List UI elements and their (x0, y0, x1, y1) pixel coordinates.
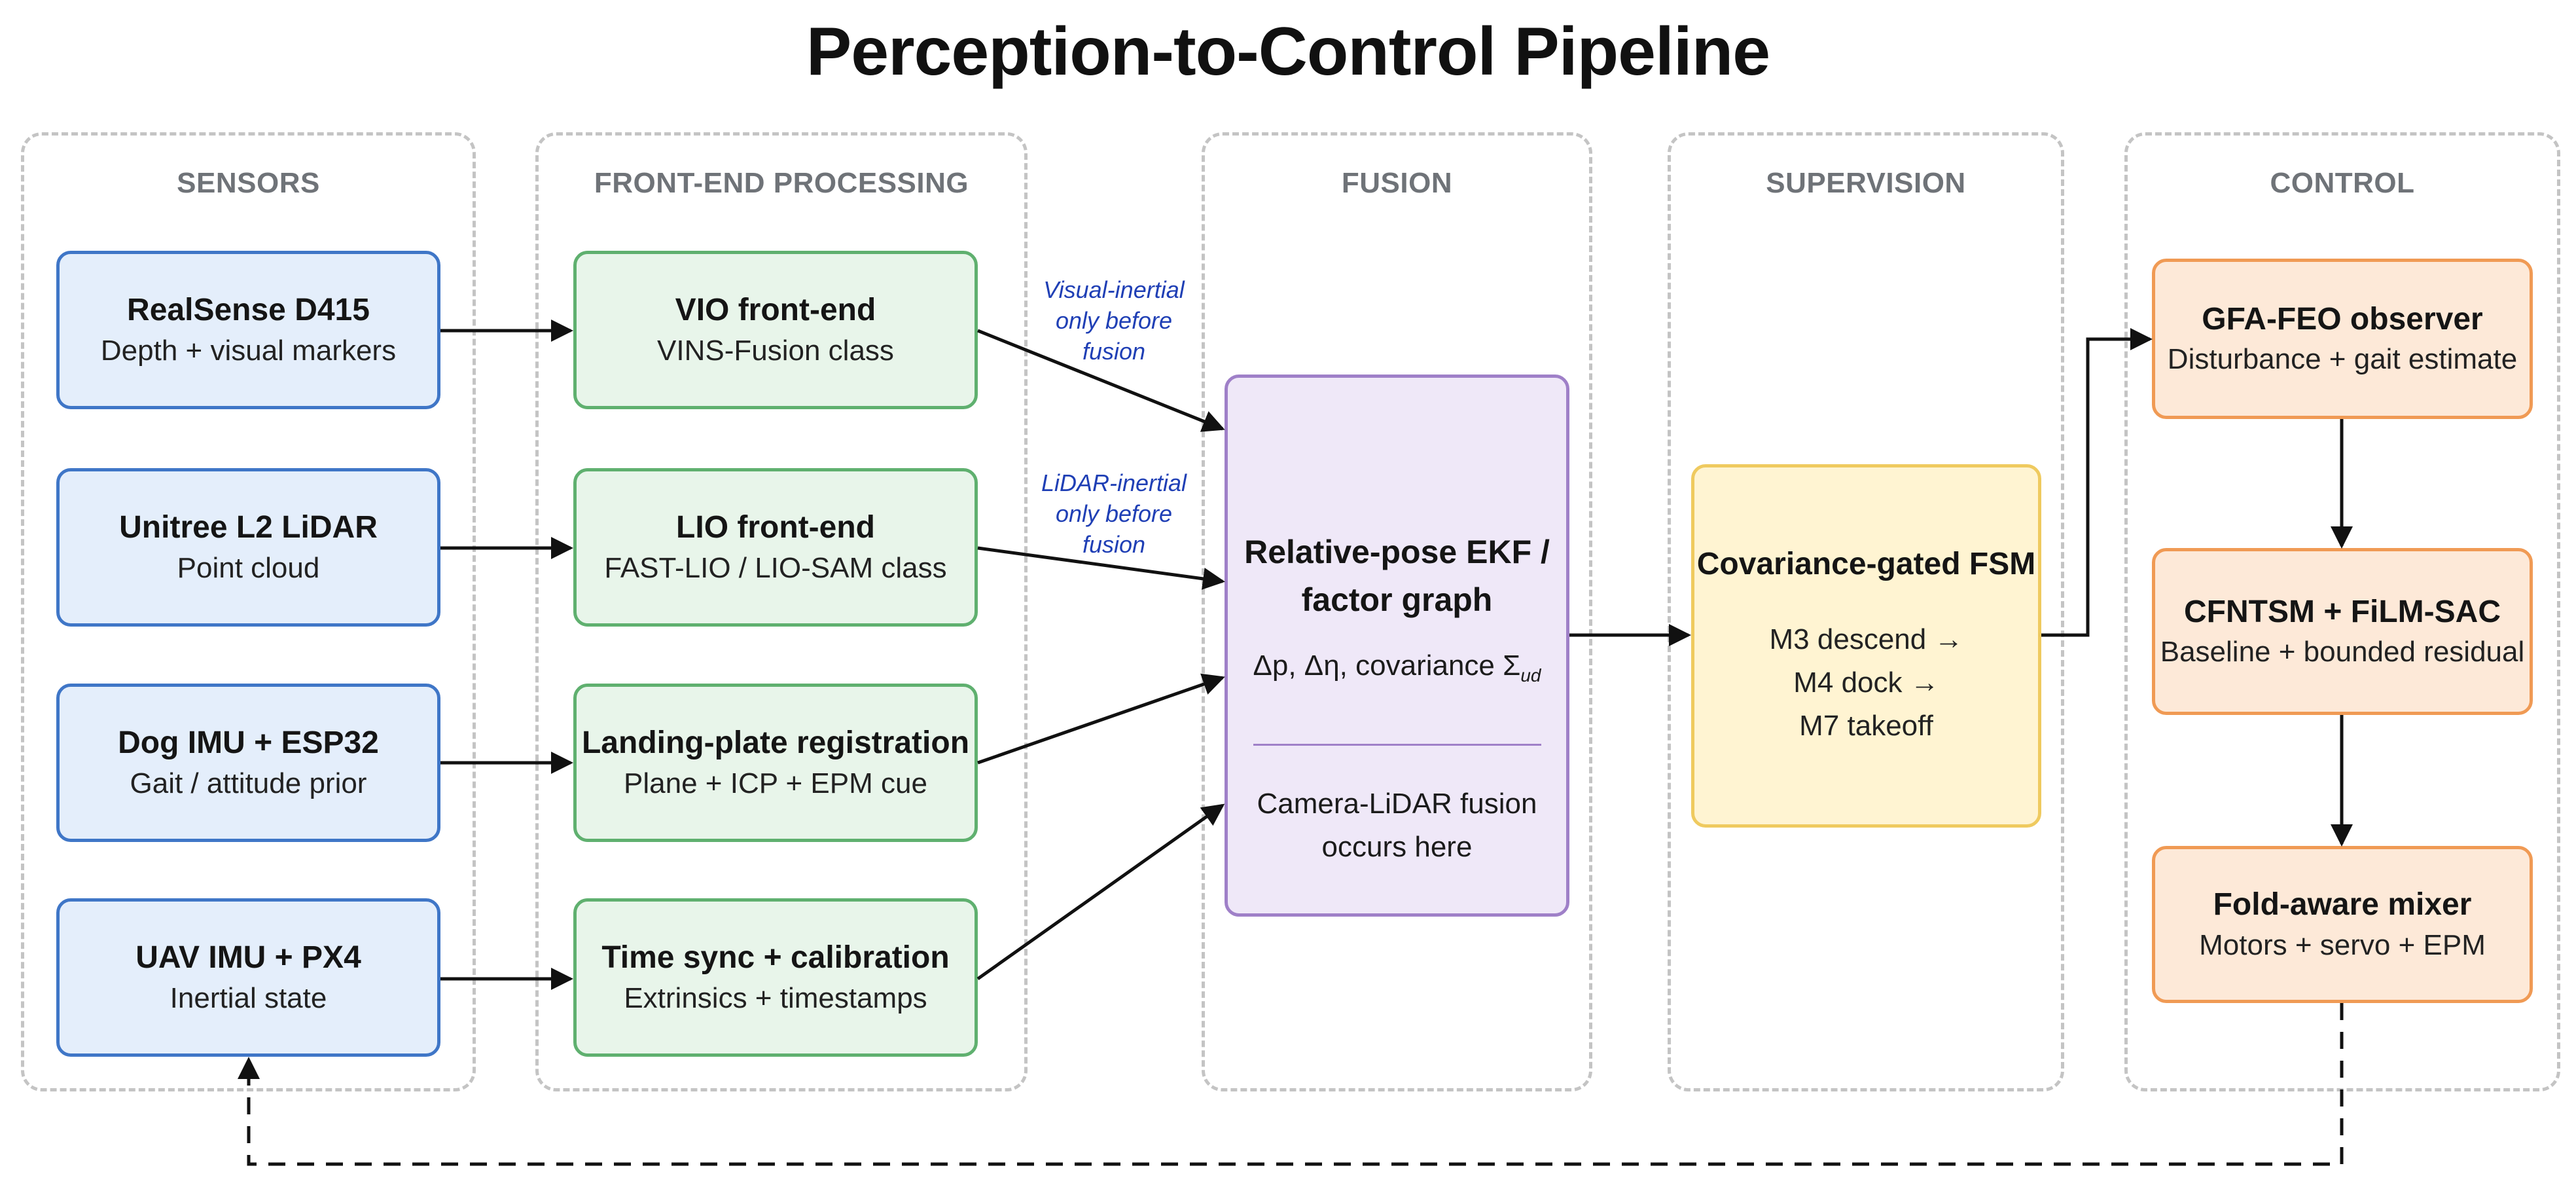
frontend-node-vio: VIO front-end VINS-Fusion class (573, 251, 978, 409)
node-subtitle: Depth + visual markers (100, 334, 397, 367)
column-sensors: SENSORS (21, 132, 476, 1091)
annotation-lidar-inertial: LiDAR-inertial only before fusion (1041, 469, 1187, 558)
sensor-node-realsense: RealSense D415 Depth + visual markers (56, 251, 440, 409)
fsm-state-takeoff: M7 takeoff (1799, 709, 1933, 742)
fusion-title-line1: Relative-pose EKF / (1244, 534, 1550, 570)
control-node-mixer: Fold-aware mixer Motors + servo + EPM (2152, 846, 2533, 1003)
supervision-node-fsm: Covariance-gated FSM M3 descend → M4 doc… (1691, 464, 2041, 828)
control-node-cfntsm: CFNTSM + FiLM-SAC Baseline + bounded res… (2152, 548, 2533, 715)
node-subtitle: Inertial state (170, 981, 327, 1014)
fusion-equation-main: Δp, Δη, covariance Σ (1253, 649, 1521, 682)
node-subtitle: Motors + servo + EPM (2199, 928, 2486, 961)
arrow-feedback-mixer-to-uav (238, 1003, 2344, 1166)
fsm-state-dock: M4 dock → (1793, 666, 1939, 699)
arrow-registration-to-fusion (977, 673, 1225, 765)
column-label-fusion: FUSION (1341, 167, 1453, 199)
arrow-vio-to-fusion (977, 329, 1225, 432)
node-title: Landing-plate registration (581, 725, 970, 761)
frontend-node-timesync: Time sync + calibration Extrinsics + tim… (573, 898, 978, 1057)
node-title: UAV IMU + PX4 (135, 940, 361, 976)
fusion-note-line1: Camera-LiDAR fusion (1257, 787, 1537, 820)
column-label-frontend: FRONT-END PROCESSING (594, 167, 969, 199)
node-subtitle: Extrinsics + timestamps (624, 981, 927, 1014)
fusion-title-line2: factor graph (1301, 581, 1493, 618)
node-subtitle: Point cloud (177, 551, 320, 584)
node-subtitle: Baseline + bounded residual (2160, 636, 2525, 668)
sensor-node-dog-imu: Dog IMU + ESP32 Gait / attitude prior (56, 684, 440, 842)
column-label-supervision: SUPERVISION (1766, 167, 1966, 199)
node-title: GFA-FEO observer (2202, 301, 2483, 337)
sensor-node-uav-imu: UAV IMU + PX4 Inertial state (56, 898, 440, 1057)
frontend-node-registration: Landing-plate registration Plane + ICP +… (573, 684, 978, 842)
node-title: Covariance-gated FSM (1696, 547, 2036, 582)
node-title: Unitree L2 LiDAR (119, 510, 378, 545)
node-title: Relative-pose EKF / factor graph (1244, 528, 1550, 623)
arrow-timesync-to-fusion (976, 803, 1225, 981)
node-title: RealSense D415 (127, 293, 370, 328)
arrow-fsm-to-observer (2041, 328, 2153, 637)
fusion-note-line2: occurs here (1321, 830, 1473, 863)
node-title: Time sync + calibration (601, 940, 950, 976)
frontend-node-lio: LIO front-end FAST-LIO / LIO-SAM class (573, 468, 978, 627)
arrow-lio-to-fusion (977, 546, 1225, 590)
node-title: VIO front-end (675, 293, 876, 328)
control-node-observer: GFA-FEO observer Disturbance + gait esti… (2152, 259, 2533, 419)
node-title: Dog IMU + ESP32 (118, 725, 379, 761)
node-subtitle: VINS-Fusion class (657, 334, 894, 367)
fusion-node-ekf: Relative-pose EKF / factor graph Δp, Δη,… (1225, 375, 1569, 917)
fusion-equation: Δp, Δη, covariance Σud (1253, 649, 1541, 686)
node-subtitle: Gait / attitude prior (130, 767, 367, 799)
column-fusion: FUSION (1202, 132, 1592, 1091)
page-title: Perception-to-Control Pipeline (806, 14, 1770, 90)
column-label-sensors: SENSORS (177, 167, 320, 199)
column-frontend: FRONT-END PROCESSING (535, 132, 1028, 1091)
fusion-equation-subscript: ud (1520, 665, 1541, 686)
column-supervision: SUPERVISION (1668, 132, 2064, 1091)
node-title: CFNTSM + FiLM-SAC (2184, 594, 2501, 629)
fsm-state-descend: M3 descend → (1769, 623, 1963, 655)
node-subtitle: Plane + ICP + EPM cue (624, 767, 927, 799)
fsm-states: M3 descend → M4 dock → M7 takeoff (1770, 618, 1963, 748)
node-subtitle: FAST-LIO / LIO-SAM class (604, 551, 947, 584)
node-subtitle: Disturbance + gait estimate (2167, 343, 2518, 375)
fusion-note: Camera-LiDAR fusion occurs here (1257, 782, 1537, 869)
column-label-control: CONTROL (2270, 167, 2415, 199)
annotation-visual-inertial: Visual-inertial only before fusion (1043, 276, 1185, 365)
fusion-divider (1253, 743, 1541, 746)
node-title: LIO front-end (676, 510, 875, 545)
node-title: Fold-aware mixer (2213, 887, 2472, 923)
sensor-node-lidar: Unitree L2 LiDAR Point cloud (56, 468, 440, 627)
